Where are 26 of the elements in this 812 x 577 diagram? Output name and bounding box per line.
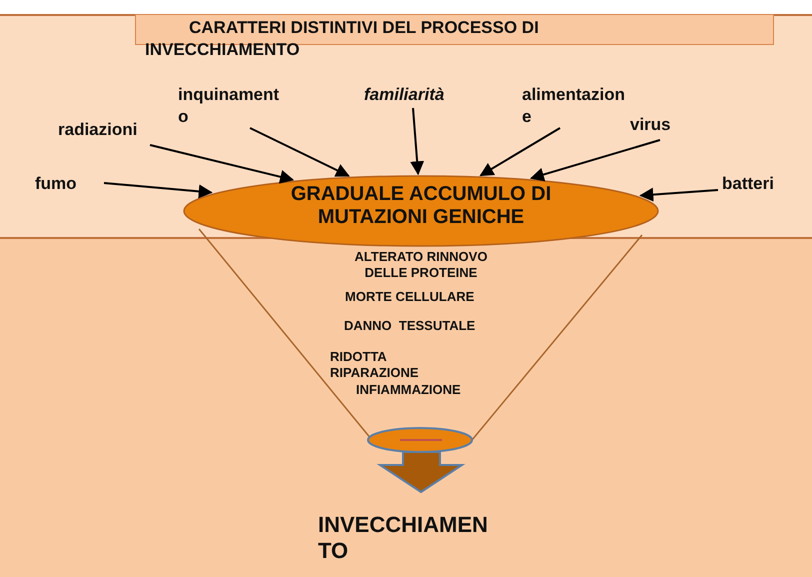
arrow	[480, 127, 561, 176]
ellipse	[183, 175, 659, 247]
arrow	[250, 127, 350, 177]
arrow	[639, 188, 718, 202]
arrow	[410, 108, 424, 176]
small-ellipse	[367, 427, 473, 453]
funnel-text: ALTERATO RINNOVO DELLE PROTEINE	[354, 249, 488, 281]
factor-label: fumo	[35, 173, 95, 195]
factor-label: familiarità	[364, 84, 474, 106]
title-banner	[135, 14, 774, 45]
funnel-text: INFIAMMAZIONE	[356, 382, 462, 398]
factor-label: radiazioni	[58, 119, 168, 141]
factor-label: alimentazione	[522, 84, 628, 128]
arrow	[104, 182, 213, 198]
funnel-text: MORTE CELLULARE	[345, 289, 476, 305]
ellipse-text: GRADUALE ACCUMULO DI MUTAZIONI GENICHE	[290, 183, 552, 229]
arrow	[150, 144, 294, 184]
funnel-text: DANNO TESSUTALE	[344, 318, 476, 334]
result-label: INVECCHIAMENTO	[318, 512, 498, 564]
block-arrow	[376, 451, 466, 494]
factor-label: batteri	[722, 173, 802, 195]
title: CARATTERI DISTINTIVI DEL PROCESSO DI INVECCHIAMENTO	[145, 17, 540, 61]
factor-label: virus	[630, 114, 690, 136]
factor-label: inquinamento	[178, 84, 283, 128]
arrow	[530, 139, 660, 182]
funnel-text: RIDOTTA RIPARAZIONE	[330, 349, 420, 381]
